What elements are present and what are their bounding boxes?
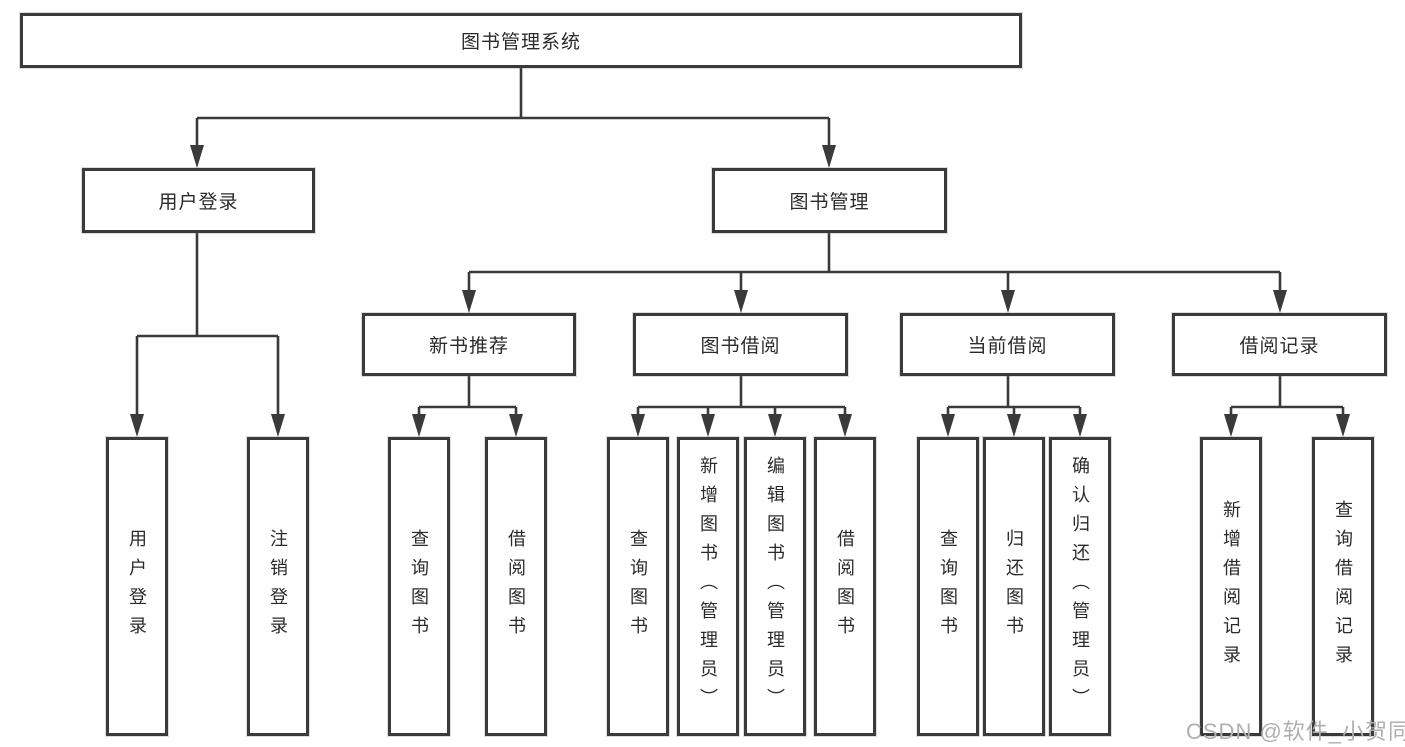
leaf-user-login: 用户登录: [106, 437, 168, 736]
node-book-borrow: 图书借阅: [633, 313, 848, 376]
csdn-watermark: CSDN @软件_小贺同学: [1186, 719, 1405, 744]
leaf-query-books-borrow: 查询图书: [607, 437, 669, 736]
node-root-system: 图书管理系统: [20, 13, 1022, 68]
node-new-book-recommend: 新书推荐: [362, 313, 576, 376]
node-user-login: 用户登录: [82, 168, 315, 233]
leaf-return-books: 归还图书: [983, 437, 1045, 736]
leaf-add-borrow-record: 新增借阅记录: [1200, 437, 1262, 736]
leaf-borrow-books: 借阅图书: [814, 437, 876, 736]
leaf-query-books-current: 查询图书: [917, 437, 979, 736]
node-borrow-records: 借阅记录: [1172, 313, 1387, 376]
leaf-query-borrow-record: 查询借阅记录: [1312, 437, 1374, 736]
leaf-query-books-recommend: 查询图书: [388, 437, 450, 736]
leaf-confirm-return-admin: 确认归还（管理员）: [1049, 437, 1111, 736]
node-book-management: 图书管理: [712, 168, 947, 233]
leaf-logout: 注销登录: [247, 437, 309, 736]
leaf-add-books-admin: 新增图书（管理员）: [677, 437, 739, 736]
node-current-borrow: 当前借阅: [900, 313, 1115, 376]
leaf-edit-books-admin: 编辑图书（管理员）: [744, 437, 806, 736]
leaf-borrow-books-recommend: 借阅图书: [485, 437, 547, 736]
